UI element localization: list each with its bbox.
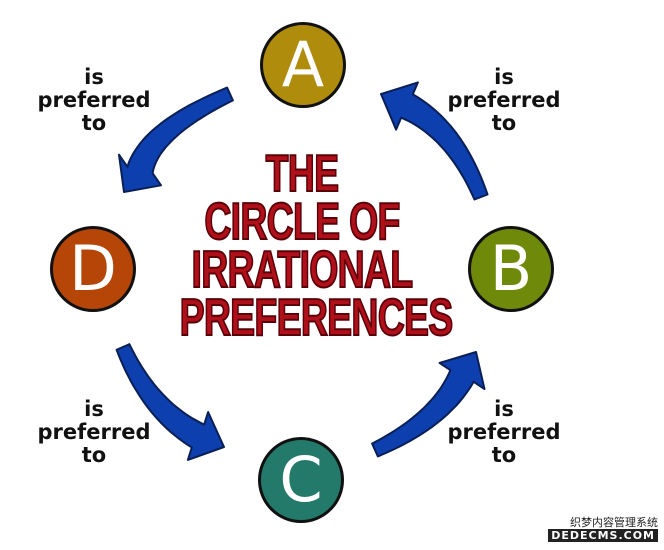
watermark: 织梦内容管理系统 DEDECMS.COM <box>548 516 658 542</box>
edge-label-line: to <box>81 443 107 467</box>
edge-label-a-to-d: is preferred to <box>14 66 174 135</box>
arrow-b-to-a <box>380 81 489 201</box>
edge-label-line: preferred <box>37 88 151 112</box>
node-b-label: B <box>489 232 533 305</box>
title-line: PREFERENCES <box>179 289 454 347</box>
node-b: B <box>468 226 554 312</box>
edge-label-b-to-a: is preferred to <box>424 66 584 135</box>
node-a: A <box>260 22 346 108</box>
node-c: C <box>258 437 344 523</box>
edge-label-line: is <box>84 397 104 421</box>
node-a-label: A <box>281 28 325 101</box>
edge-label-line: is <box>494 65 514 89</box>
arrow-c-to-b <box>371 351 486 458</box>
arrow-a-to-d <box>118 86 234 193</box>
edge-label-line: preferred <box>447 420 561 444</box>
edge-label-line: is <box>84 65 104 89</box>
edge-label-c-to-b: is preferred to <box>424 398 584 467</box>
title-line: IRRATIONAL <box>191 241 414 299</box>
diagram-title: THE CIRCLE OF IRRATIONAL PREFERENCES <box>179 145 454 347</box>
edge-label-line: to <box>491 443 517 467</box>
arrow-d-to-c <box>115 343 225 461</box>
edge-label-line: to <box>81 111 107 135</box>
node-d: D <box>50 226 136 312</box>
edge-label-d-to-c: is preferred to <box>14 398 174 467</box>
title-line: CIRCLE OF <box>204 193 401 251</box>
watermark-line: DEDECMS.COM <box>548 529 658 542</box>
title-line: THE <box>265 145 340 203</box>
edge-label-line: preferred <box>37 420 151 444</box>
edge-label-line: preferred <box>447 88 561 112</box>
watermark-line: 织梦内容管理系统 <box>570 516 658 529</box>
edge-label-line: is <box>494 397 514 421</box>
node-d-label: D <box>69 232 117 305</box>
node-c-label: C <box>279 443 323 516</box>
edge-label-line: to <box>491 111 517 135</box>
